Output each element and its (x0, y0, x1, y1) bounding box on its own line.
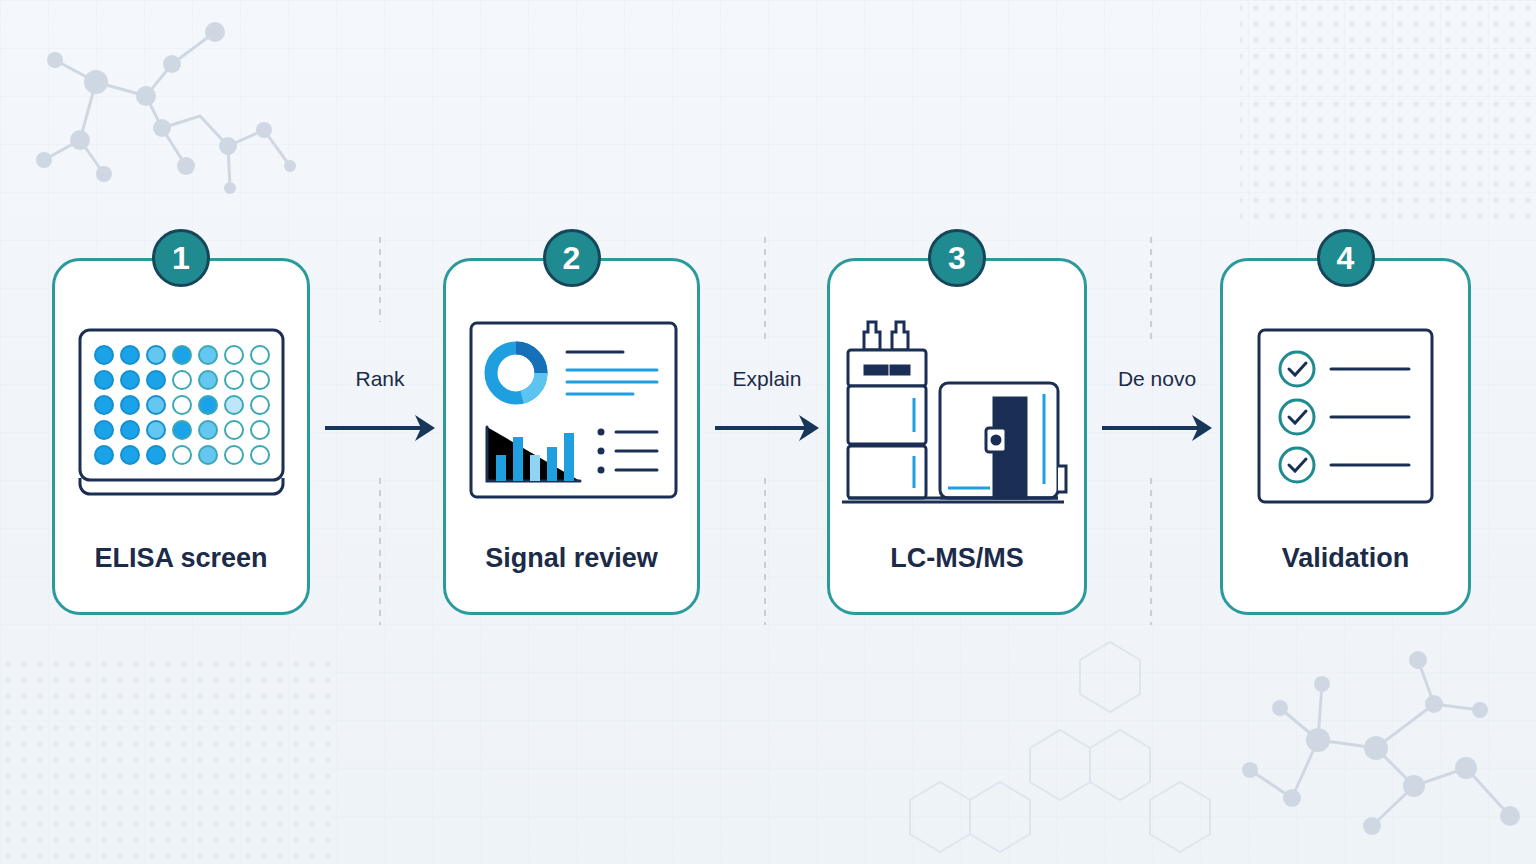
arrow-head (415, 415, 435, 441)
arrow-line (715, 426, 807, 430)
process-card: 1ELISA screen (52, 258, 310, 615)
arrow-head (799, 415, 819, 441)
flow-arrow (325, 415, 435, 441)
step-label: ELISA screen (63, 543, 299, 574)
arrow-line (325, 426, 423, 430)
step-label: Validation (1231, 543, 1460, 574)
step-number: 1 (152, 229, 210, 287)
edge-label: Explain (733, 367, 802, 391)
arrow-head (1192, 415, 1212, 441)
step-label: Signal review (454, 543, 689, 574)
step-number: 4 (1317, 229, 1375, 287)
step-number: 2 (543, 229, 601, 287)
step-label: LC-MS/MS (838, 543, 1076, 574)
process-card: 4Validation (1220, 258, 1471, 615)
step-number: 3 (928, 229, 986, 287)
arrow-line (1102, 426, 1200, 430)
flow-arrow (715, 415, 819, 441)
process-card: 3LC-MS/MS (827, 258, 1087, 615)
process-card: 2Signal review (443, 258, 700, 615)
flow-arrow (1102, 415, 1212, 441)
edge-label: Rank (355, 367, 404, 391)
edge-label: De novo (1118, 367, 1196, 391)
